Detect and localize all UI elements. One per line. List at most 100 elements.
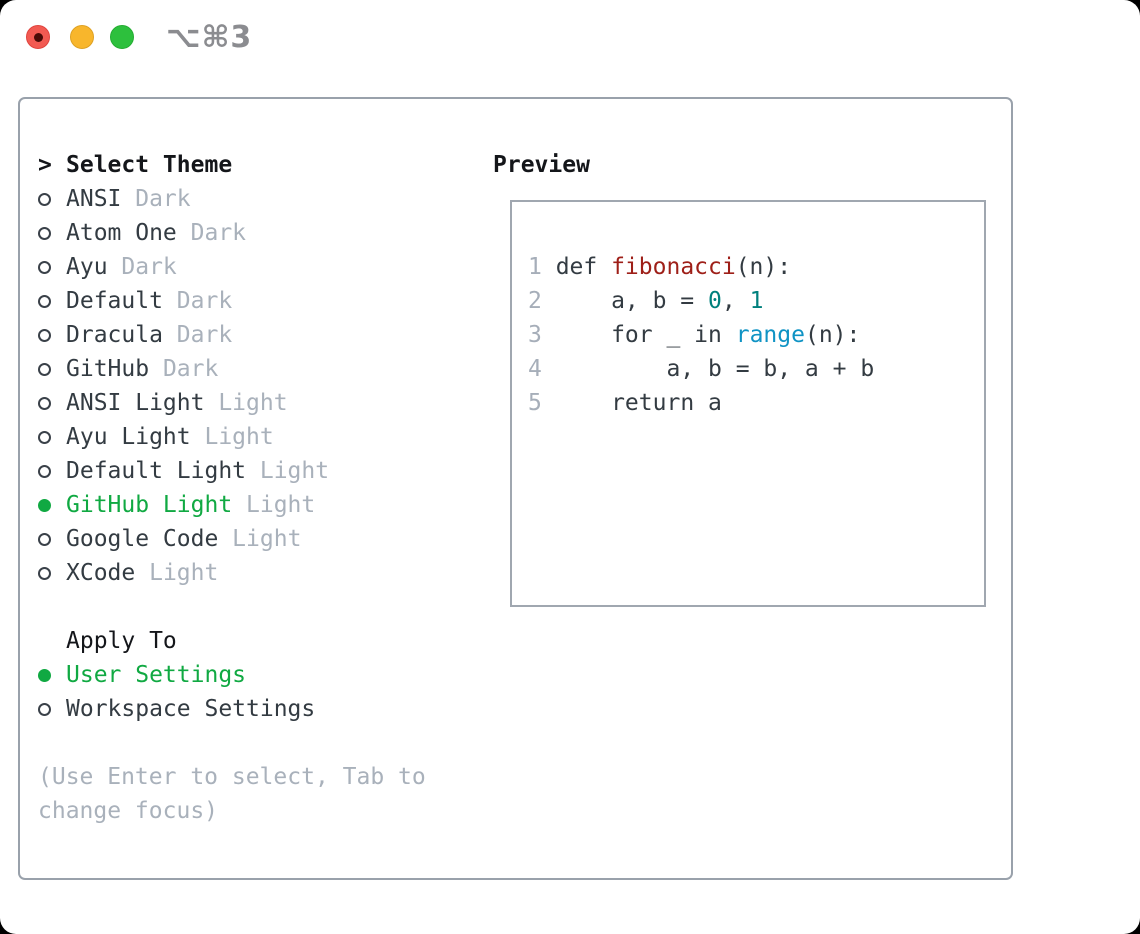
theme-option-default[interactable]: Default Dark [38, 284, 483, 318]
apply-to-marker-spacer [38, 624, 66, 658]
theme-option-atom-one[interactable]: Atom One Dark [38, 216, 483, 250]
code-token-pl: (n): [735, 254, 792, 280]
line-number: 3 [528, 322, 542, 348]
theme-variant-tag: Light [135, 560, 219, 586]
theme-variant-tag: Dark [149, 356, 219, 382]
apply-to-option-user-settings[interactable]: User Settings [38, 658, 483, 692]
hint-text: (Use Enter to select, Tab to change focu… [38, 764, 426, 824]
radio-icon [38, 182, 66, 216]
radio-icon [38, 250, 66, 284]
code-token-pl: (n): [804, 322, 861, 348]
select-theme-header: > Select Theme [38, 148, 483, 182]
radio-icon [38, 352, 66, 386]
theme-option-label: GitHub Light [66, 492, 233, 518]
code-token-num: 0 [708, 288, 722, 314]
theme-option-xcode[interactable]: XCode Light [38, 556, 483, 590]
theme-option-github[interactable]: GitHub Dark [38, 352, 483, 386]
theme-option-ayu[interactable]: Ayu Dark [38, 250, 483, 284]
close-dot-icon [33, 32, 43, 42]
selection-caret: > [38, 152, 52, 178]
line-number: 5 [528, 390, 542, 416]
spacer [528, 420, 984, 454]
theme-option-ansi[interactable]: ANSI Dark [38, 182, 483, 216]
code-token-pl: _ [652, 322, 695, 348]
titlebar: ⌥⌘3 [0, 0, 1140, 70]
theme-option-label: Ayu Light [66, 424, 191, 450]
apply-to-option-label: User Settings [66, 662, 247, 688]
line-number: 2 [528, 288, 542, 314]
theme-variant-tag: Light [190, 424, 274, 450]
radio-icon [38, 284, 66, 318]
theme-variant-tag: Light [232, 492, 316, 518]
theme-variant-tag: Dark [162, 288, 233, 314]
theme-option-label: Ayu [66, 254, 108, 280]
theme-option-label: ANSI Light [66, 390, 205, 416]
close-button[interactable] [26, 25, 50, 49]
code-token-title: fibonacci [611, 254, 736, 280]
apply-to-option-label: Workspace Settings [66, 696, 316, 722]
code-line: 1 def fibonacci(n): [528, 250, 984, 284]
code-token-kw: in [694, 322, 722, 348]
spacer [38, 590, 483, 624]
preview-title: Preview [493, 152, 590, 178]
radio-icon [38, 454, 66, 488]
radio-icon [38, 420, 66, 454]
code-token-kw: def [555, 254, 612, 280]
code-token-pl: a, b = [555, 288, 709, 314]
selected-radio-icon [38, 488, 66, 522]
radio-icon [38, 216, 66, 250]
radio-icon [38, 386, 66, 420]
theme-variant-tag: Light [246, 458, 330, 484]
line-number: 1 [528, 254, 542, 280]
code-token-kw: return [611, 390, 695, 416]
code-token-pl [556, 390, 611, 416]
theme-option-ayu-light[interactable]: Ayu Light Light [38, 420, 483, 454]
select-theme-title: Select Theme [66, 152, 233, 178]
theme-variant-tag: Light [218, 526, 302, 552]
minimize-button[interactable] [70, 25, 94, 49]
code-token-pl [722, 322, 736, 348]
code-token-pl: a, b = b, a + b [555, 356, 875, 382]
theme-variant-tag: Dark [107, 254, 177, 280]
theme-option-github-light[interactable]: GitHub Light Light [38, 488, 483, 522]
theme-option-label: Default [66, 288, 163, 314]
theme-option-google-code[interactable]: Google Code Light [38, 522, 483, 556]
theme-variant-tag: Dark [162, 322, 233, 348]
apply-to-option-workspace-settings[interactable]: Workspace Settings [38, 692, 483, 726]
radio-icon [38, 692, 66, 726]
theme-option-label: GitHub [66, 356, 150, 382]
radio-icon [38, 318, 66, 352]
theme-option-default-light[interactable]: Default Light Light [38, 454, 483, 488]
radio-icon [38, 522, 66, 556]
spacer [38, 726, 483, 760]
code-token-pl: a [694, 390, 722, 416]
radio-icon [38, 556, 66, 590]
zoom-button[interactable] [110, 25, 134, 49]
theme-option-label: Google Code [66, 526, 219, 552]
theme-option-label: XCode [66, 560, 136, 586]
theme-option-label: Dracula [66, 322, 163, 348]
theme-option-dracula[interactable]: Dracula Dark [38, 318, 483, 352]
code-token-pl: , [721, 288, 750, 314]
theme-option-ansi-light[interactable]: ANSI Light Light [38, 386, 483, 420]
theme-option-label: Atom One [66, 220, 177, 246]
apply-to-header: Apply To [38, 624, 483, 658]
theme-option-label: Default Light [66, 458, 247, 484]
line-number: 4 [528, 356, 542, 382]
theme-option-label: ANSI [66, 186, 122, 212]
code-line: 5 return a [528, 386, 984, 420]
theme-variant-tag: Light [204, 390, 288, 416]
window-shortcut-label: ⌥⌘3 [166, 20, 253, 55]
code-token-num: 1 [749, 288, 764, 314]
code-token-pl [556, 322, 611, 348]
code-line: 2 a, b = 0, 1 [528, 284, 984, 318]
apply-to-title: Apply To [66, 628, 177, 654]
code-line: 3 for _ in range(n): [528, 318, 984, 352]
